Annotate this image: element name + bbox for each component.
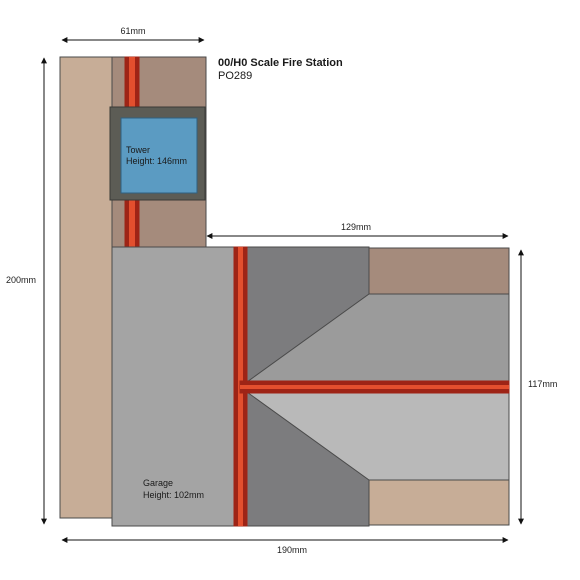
garage-horizontal-ridge-core bbox=[240, 385, 509, 389]
diagram-title: 00/H0 Scale Fire Station bbox=[218, 57, 343, 69]
dimension-label-total-width: 190mm bbox=[277, 545, 307, 555]
dimension-label-garage-depth: 117mm bbox=[528, 379, 557, 389]
tower-label: Tower bbox=[126, 145, 150, 155]
garage-roof-strip-top bbox=[368, 247, 510, 295]
garage-label: Garage bbox=[143, 478, 173, 488]
garage-height-label: Height: 102mm bbox=[143, 490, 204, 500]
dimension-label-garage-width: 129mm bbox=[341, 222, 371, 232]
dimension-label-total-height: 200mm bbox=[6, 275, 36, 285]
tower-roof-panel bbox=[120, 117, 198, 194]
tower-height-label: Height: 146mm bbox=[126, 156, 187, 166]
product-code: PO289 bbox=[218, 70, 252, 82]
garage-wall-strip-bottom bbox=[368, 479, 510, 526]
dimension-label-top-width: 61mm bbox=[120, 26, 145, 36]
garage-flat-roof bbox=[111, 246, 247, 527]
left-wall bbox=[59, 56, 113, 519]
